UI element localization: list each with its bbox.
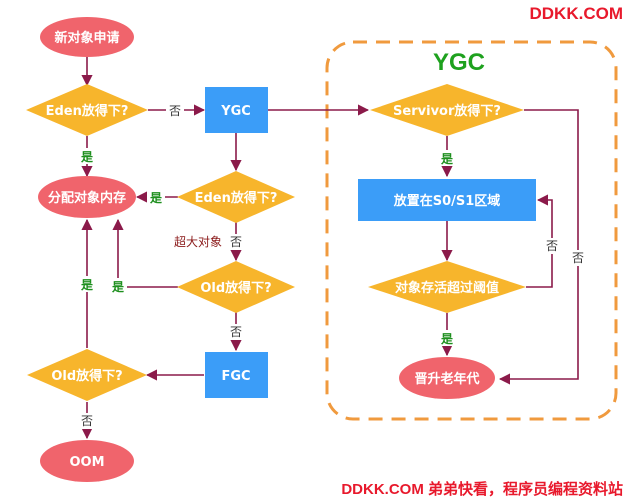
edge-label-age-no: 否 — [546, 239, 558, 253]
eden-fit-2-label: Eden放得下? — [195, 190, 278, 206]
oom-node — [40, 440, 134, 482]
edge-old1-to-allocate — [112, 218, 178, 288]
label-bg — [438, 330, 456, 346]
eden-fit-1-label: Eden放得下? — [46, 103, 129, 119]
promote-old-gen-label: 晋升老年代 — [414, 371, 479, 387]
eden-fit-1-node — [26, 84, 148, 136]
label-bg — [78, 413, 96, 429]
edge-label-eden1-no: 否 — [169, 104, 181, 118]
edge-labels: 否 是 是 超大对象 否 是 否 是 否 是 否 是 否 — [78, 102, 587, 429]
place-s0-s1-label: 放置在S0/S1区域 — [393, 193, 501, 209]
label-bg — [227, 234, 245, 250]
ygc-node — [205, 87, 268, 133]
label-bg — [78, 148, 96, 164]
age-threshold-label: 对象存活超过阈值 — [395, 280, 499, 296]
old-fit-2-node — [27, 349, 147, 401]
allocate-memory-node — [38, 176, 136, 218]
survivor-fit-label: Servivor放得下? — [393, 103, 501, 119]
edge-label-old2-no: 否 — [81, 414, 93, 428]
edge-label-eden2-big-object: 超大对象 — [174, 234, 222, 249]
allocate-memory-label: 分配对象内存 — [48, 190, 126, 206]
edge-label-age-yes: 是 — [440, 332, 454, 346]
label-bg — [569, 250, 587, 266]
old-fit-1-label: Old放得下? — [200, 280, 271, 296]
watermark-top: DDKK.COM — [529, 4, 624, 23]
label-bg — [170, 234, 226, 250]
old-fit-2-label: Old放得下? — [51, 368, 122, 384]
label-bg — [227, 324, 245, 340]
new-object-node — [40, 17, 134, 57]
edge-label-survivor-yes: 是 — [440, 152, 454, 166]
ygc-region-title: YGC — [433, 49, 485, 76]
promote-old-gen-node — [399, 357, 495, 399]
age-threshold-node — [368, 261, 526, 313]
edge-survivor-to-promote — [498, 109, 579, 385]
watermark-bottom: DDKK.COM 弟弟快看，程序员编程资料站 — [341, 481, 623, 498]
old-fit-1-node — [177, 261, 295, 313]
label-bg — [78, 276, 96, 292]
ygc-region-border — [325, 40, 618, 421]
label-bg — [438, 150, 456, 166]
fgc-node — [205, 352, 268, 398]
edge-label-old2-yes: 是 — [80, 278, 94, 292]
survivor-fit-node — [370, 84, 524, 136]
label-bg — [147, 189, 165, 205]
label-bg — [109, 278, 127, 294]
edge-label-eden2-yes: 是 — [149, 191, 163, 205]
edge-label-old1-no: 否 — [230, 325, 242, 339]
oom-label: OOM — [69, 455, 104, 470]
label-bg — [166, 102, 184, 118]
edge-label-old1-yes: 是 — [111, 280, 125, 294]
fgc-node-label: FGC — [221, 369, 250, 384]
edge-label-eden1-yes: 是 — [80, 150, 94, 164]
eden-fit-2-node — [177, 171, 295, 223]
place-s0-s1-node — [358, 179, 536, 221]
edge-label-survivor-no: 否 — [572, 251, 584, 265]
edge-label-eden2-no: 否 — [230, 235, 242, 249]
ygc-node-label: YGC — [220, 104, 251, 119]
new-object-label: 新对象申请 — [54, 30, 119, 46]
label-bg — [543, 238, 561, 254]
